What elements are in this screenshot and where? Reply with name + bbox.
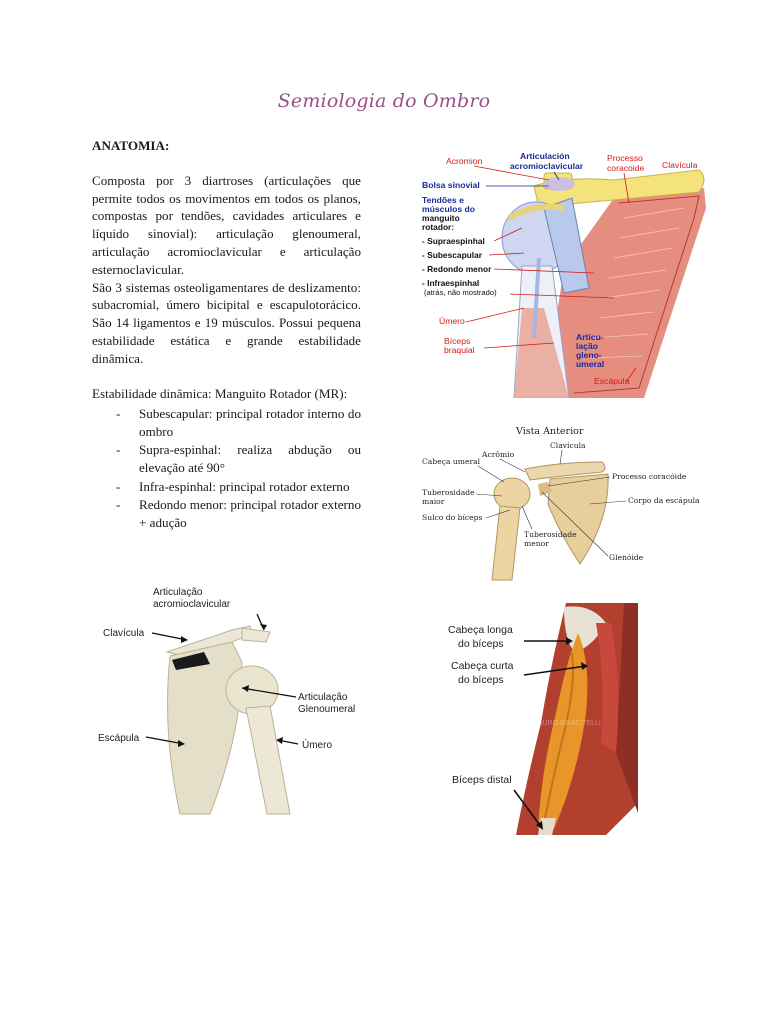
anatomy-paragraph-1: Composta por 3 diartroses (articulações … (92, 172, 361, 277)
label-biceps-line1: Bíceps (444, 336, 470, 346)
label-articu-line4: umeral (576, 359, 604, 369)
biceps-figure: DR. MAURO GRACITELLI Cabeça longa do bíc… (446, 603, 638, 835)
label-umero-3: Úmero (302, 738, 332, 751)
label-tendoes-line4: rotador: (422, 222, 454, 232)
list-item: -Redondo menor: principal rotador extern… (116, 497, 361, 530)
label-tendoes-line2: músculos do (422, 204, 475, 214)
label-infraespinhal-line2: (atrás, não mostrado) (424, 288, 497, 297)
label-supraespinhal: - Supraespinhal (422, 236, 485, 246)
biceps-illustration: DR. MAURO GRACITELLI Cabeça longa do bíc… (448, 603, 638, 835)
label-articulacao-gu-line2: Glenoumeral (298, 704, 355, 715)
label-tuberosidade-menor-line2: menor (524, 539, 549, 548)
label-processo-line1: Processo (607, 153, 643, 163)
rotator-cuff-illustration: Acromion Articulación acromioclavicular … (422, 151, 706, 398)
label-clavicula-3: Clavícula (103, 628, 145, 639)
label-infraespinhal-line1: - Infraespinhal (422, 278, 479, 288)
label-biceps-line2: braquial (444, 345, 475, 355)
label-corpo-escapula: Corpo da escápula (628, 496, 700, 505)
list-item: -Supra-espinhal: realiza abdução ou elev… (116, 442, 361, 476)
label-articulacion-line1: Articulación (520, 151, 570, 161)
label-clavicula-2: Clavícula (550, 441, 586, 450)
label-tuberosidade-menor-line1: Tuberosidade (524, 530, 577, 539)
page-title: Semiologia do Ombro (277, 90, 491, 112)
label-redondo-menor: - Redondo menor (422, 264, 492, 274)
label-articu-line2: lação (576, 341, 598, 351)
label-articulacion-line2: acromioclavicular (510, 161, 584, 171)
label-tendoes-line3: manguito (422, 213, 460, 223)
label-cabeca-longa-line2: do bíceps (458, 638, 504, 650)
label-acromio: Acrômio (481, 450, 515, 459)
list-item: -Subescapular: principal rotador interno… (116, 406, 361, 439)
label-articulacao-gu-line1: Articulação (298, 692, 348, 703)
anatomy-paragraph-2: São 3 sistemas osteoligamentares de desl… (92, 279, 361, 366)
label-cabeca-umeral: Cabeça umeral (422, 457, 481, 466)
label-tuberosidade-maior-line1: Tuberosidade (422, 488, 475, 497)
label-bolsa: Bolsa sinovial (422, 180, 480, 190)
shoulder-bones-illustration: Articulação acromioclavicular Clavícula … (98, 587, 355, 815)
label-articulacao-ac-line2: acromioclavicular (153, 599, 231, 610)
label-sulco-biceps: Sulco do bíceps (422, 513, 483, 522)
stability-intro: Estabilidade dinâmica: Manguito Rotador … (92, 386, 348, 402)
anterior-view-illustration: Vista Anterior Clavícula Acrômio Cabeça … (422, 426, 700, 581)
section-heading: ANATOMIA: (92, 138, 170, 153)
label-subescapular: - Subescapular (422, 250, 483, 260)
label-processo-coracoide: Processo coracóide (612, 472, 687, 481)
label-biceps-distal: Bíceps distal (452, 774, 512, 786)
label-tendoes-line1: Tendões e (422, 195, 464, 205)
label-escapula: Escápula (594, 376, 630, 386)
label-tuberosidade-maior-line2: maior (422, 497, 445, 506)
watermark: DR. MAURO GRACITELLI (518, 720, 601, 727)
label-vista-anterior: Vista Anterior (515, 426, 584, 437)
label-cabeca-curta-line1: Cabeça curta (451, 660, 514, 672)
rotator-cuff-figure: Acromion Articulación acromioclavicular … (414, 148, 714, 398)
anatomy-text-column: ANATOMIA: Composta por 3 diartroses (art… (92, 137, 361, 532)
anterior-view-figure: Vista Anterior Clavícula Acrômio Cabeça … (420, 424, 710, 582)
label-umero: Úmero (439, 316, 465, 326)
label-articu-line3: gleno- (576, 350, 602, 360)
label-cabeca-curta-line2: do bíceps (458, 674, 504, 686)
label-cabeca-longa-line1: Cabeça longa (448, 624, 513, 636)
label-articulacao-ac-line1: Articulação (153, 587, 203, 598)
shoulder-bones-figure: Articulação acromioclavicular Clavícula … (92, 582, 372, 818)
label-articu-line1: Articu- (576, 332, 604, 342)
label-escapula-3: Escápula (98, 733, 140, 744)
label-clavicula: Clavícula (662, 160, 698, 170)
label-acromion: Acromion (446, 156, 483, 166)
label-processo-line2: coracoide (607, 163, 644, 173)
list-item: -Infra-espinhal: principal rotador exter… (116, 478, 350, 494)
label-glenoide: Glenóide (609, 553, 644, 562)
muscle-list: -Subescapular: principal rotador interno… (92, 405, 361, 532)
